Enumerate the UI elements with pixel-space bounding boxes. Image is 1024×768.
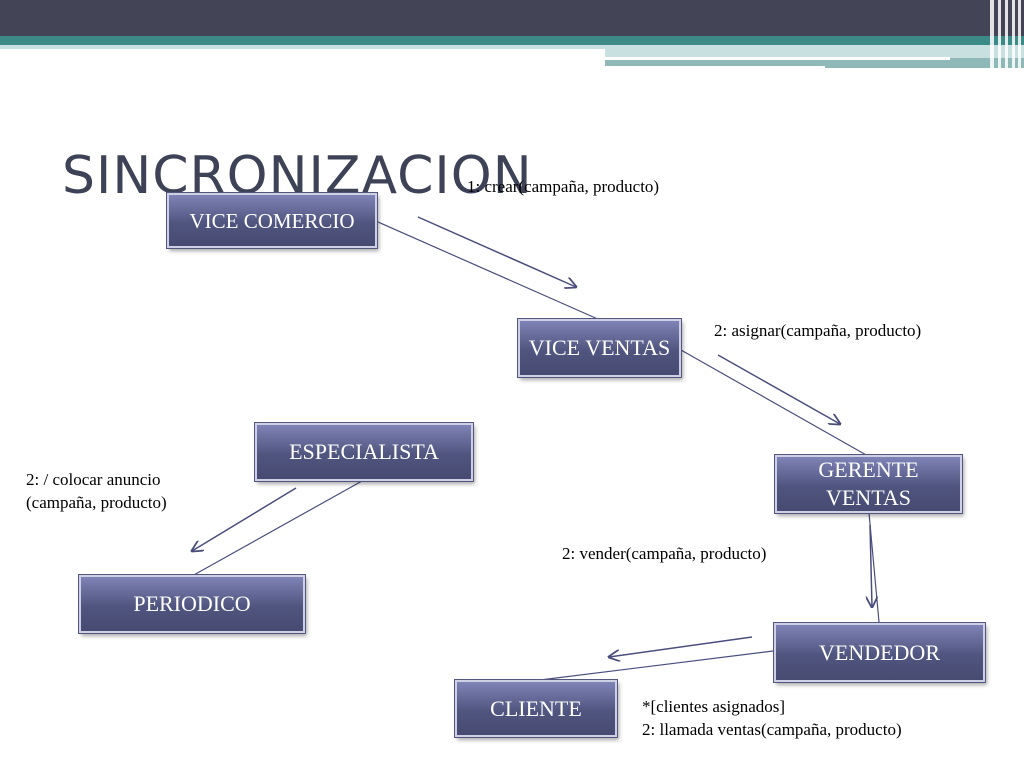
node-especialista[interactable]: ESPECIALISTA: [255, 423, 473, 481]
link-especialista-periodico: [191, 480, 363, 577]
node-gerente-ventas-label: GERENTE VENTAS: [818, 457, 919, 510]
node-periodico[interactable]: PERIODICO: [79, 575, 305, 633]
node-vice-comercio[interactable]: VICE COMERCIO: [167, 193, 377, 248]
message-llamada-ventas: 2: llamada ventas(campaña, producto): [642, 720, 902, 739]
link-vice-comercio-vice-ventas: [377, 221, 601, 321]
link-vendedor-cliente: [539, 650, 774, 681]
node-vendedor-label: VENDEDOR: [819, 639, 940, 665]
message-colocar-anuncio: 2: / colocar anuncio: [26, 470, 161, 489]
node-vendedor[interactable]: VENDEDOR: [774, 623, 985, 682]
node-especialista-label: ESPECIALISTA: [289, 439, 439, 464]
node-periodico-label: PERIODICO: [133, 591, 251, 616]
message-vender: 2: vender(campaña, producto): [562, 544, 767, 563]
message-clientes-asignados: *[clientes asignados]: [642, 697, 786, 716]
arrow-asignar: [717, 354, 840, 424]
node-gerente-ventas[interactable]: GERENTE VENTAS: [775, 455, 962, 513]
arrow-crear: [417, 216, 576, 287]
message-crear: 1: crear(campaña, producto): [467, 177, 660, 196]
node-cliente-label: CLIENTE: [490, 695, 582, 721]
node-vice-ventas[interactable]: VICE VENTAS: [518, 319, 681, 377]
message-asignar: 2: asignar(campaña, producto): [714, 321, 922, 340]
node-vice-comercio-label: VICE COMERCIO: [189, 208, 355, 233]
node-vice-ventas-label: VICE VENTAS: [528, 335, 671, 360]
node-cliente[interactable]: CLIENTE: [455, 680, 617, 737]
arrow-vender: [870, 524, 872, 607]
link-vice-ventas-gerente-ventas: [680, 349, 869, 457]
arrow-colocar-anuncio: [192, 487, 297, 551]
message-colocar-anuncio-params: (campaña, producto): [26, 493, 167, 512]
arrow-llamada-ventas: [609, 636, 753, 657]
